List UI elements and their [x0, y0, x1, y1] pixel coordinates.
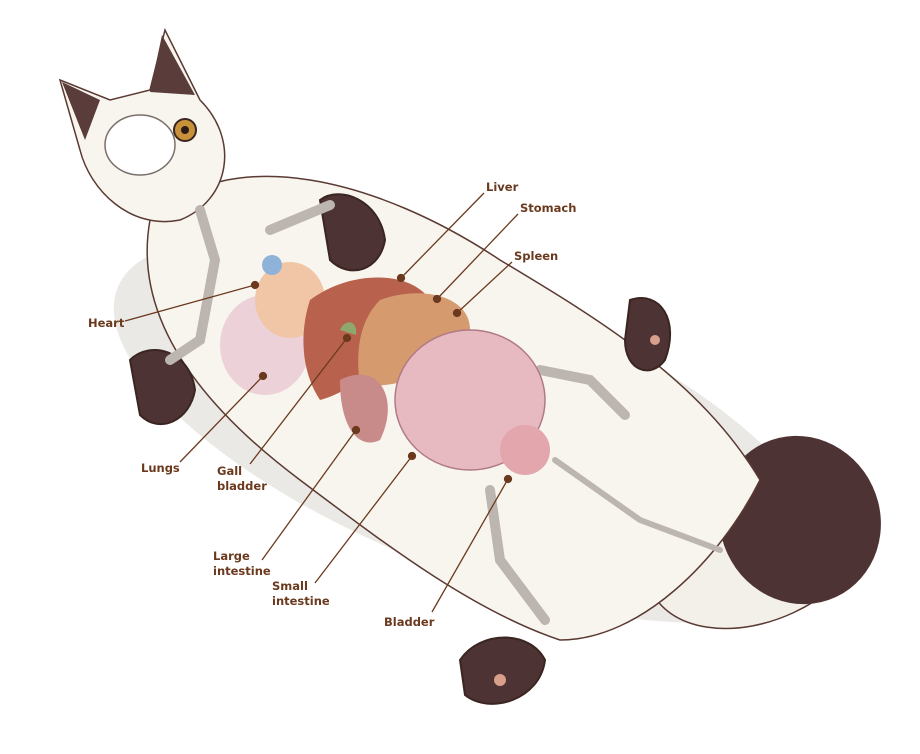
- label-lungs: Lungs: [141, 461, 180, 475]
- cat-head: [58, 27, 226, 223]
- label-large-intestine: Large intestine: [213, 549, 271, 578]
- large-intestine-shape: [340, 374, 388, 443]
- skeleton: [165, 200, 723, 625]
- gall-bladder-shape: [340, 322, 357, 335]
- label-bladder: Bladder: [384, 615, 435, 629]
- bladder-shape: [500, 425, 550, 475]
- label-spleen: Spleen: [514, 249, 559, 263]
- paws: [128, 193, 671, 705]
- label-small-intestine: Small intestine: [272, 579, 330, 608]
- left-ear: [62, 82, 100, 140]
- label-gall-bladder: Gall bladder: [217, 464, 267, 493]
- right-ear: [150, 35, 195, 95]
- label-heart: Heart: [88, 316, 125, 330]
- organs: [220, 255, 550, 475]
- skull: [104, 114, 176, 176]
- label-stomach: Stomach: [520, 201, 577, 215]
- leader-lines: [124, 192, 519, 613]
- label-liver: Liver: [486, 180, 519, 194]
